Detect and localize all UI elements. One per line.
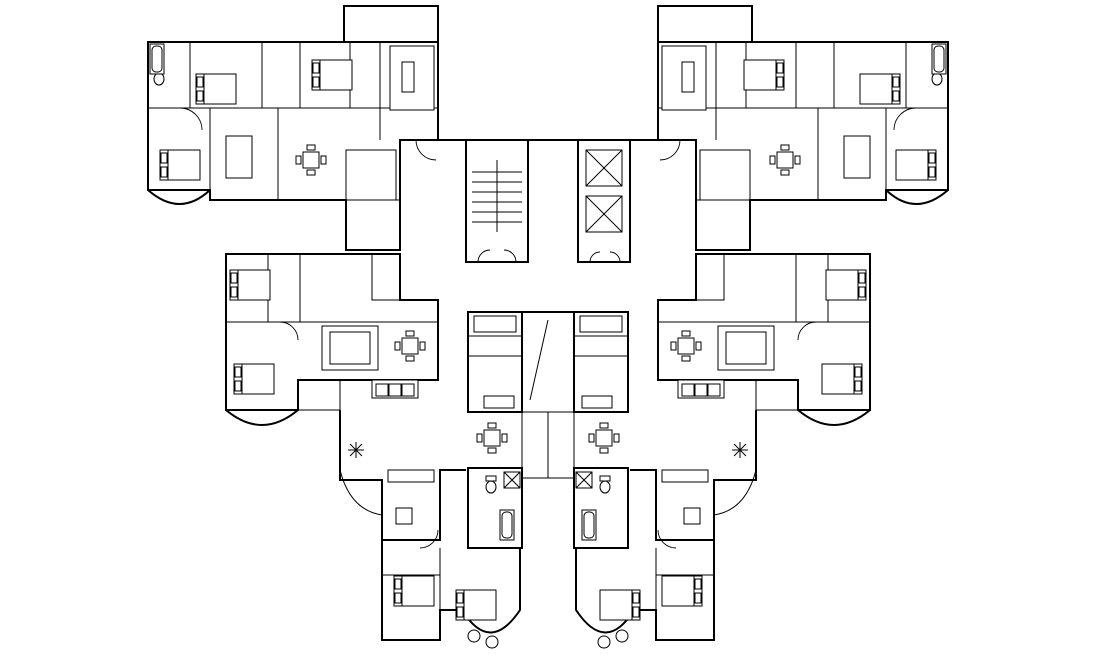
- dining-table-icon: [476, 422, 508, 454]
- unit-top-left: [147, 41, 439, 251]
- central-corridor: [521, 311, 575, 479]
- elevator-shafts: [577, 139, 631, 263]
- unit-center-right: [573, 311, 629, 549]
- unit-mid-right: [630, 253, 871, 541]
- elevator-icon: [585, 195, 623, 233]
- unit-bottom-left: [381, 469, 521, 649]
- elevator-icon: [585, 149, 623, 187]
- unit-mid-left: [225, 253, 466, 541]
- bathtub-icon: [499, 509, 515, 541]
- stair-core: [438, 139, 658, 263]
- unit-bottom-right: [575, 469, 715, 649]
- unit-center-left: [467, 311, 523, 549]
- plant-icon: [347, 441, 365, 459]
- balcony-top-right: [657, 5, 753, 43]
- toilet-icon: [485, 475, 497, 494]
- unit-top-right: [657, 41, 949, 251]
- balcony-top-left: [343, 5, 439, 43]
